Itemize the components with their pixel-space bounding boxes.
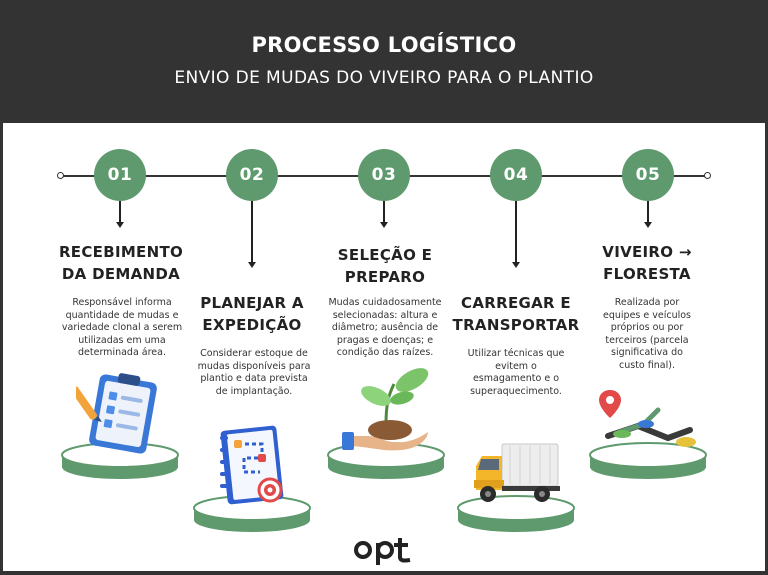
timeline-end-dot (704, 172, 711, 179)
step-3-number: 03 (358, 149, 410, 201)
planning-notebook-target-icon (220, 425, 284, 505)
step-5-description: Realizada por equipes e veículos próprio… (603, 297, 691, 371)
step-3-title: SELEÇÃO E PREPARO (337, 246, 433, 286)
header-banner: PROCESSO LOGÍSTICO ENVIO DE MUDAS DO VIV… (0, 0, 768, 123)
step-5-pedestal (589, 442, 707, 479)
frame-border-bottom (0, 571, 768, 575)
hand-holding-seedling-icon (342, 368, 429, 451)
step-2-connector (251, 201, 253, 262)
frame-border-left (0, 123, 3, 575)
step-2-arrowhead (248, 262, 256, 268)
route-map-pin-icon (599, 390, 696, 447)
step-2-title: PLANEJAR A EXPEDIÇÃO (200, 294, 304, 334)
step-2-description: Considerar estoque de mudas disponíveis … (197, 348, 311, 397)
step-3-connector (383, 201, 385, 222)
step-5-arrowhead (644, 222, 652, 228)
step-5-number: 05 (622, 149, 674, 201)
step-4-arrowhead (512, 262, 520, 268)
step-4-description: Utilizar técnicas que evitem o esmagamen… (467, 348, 565, 397)
step-3-description: Mudas cuidadosamente selecionadas: altur… (328, 297, 442, 358)
step-5-connector (647, 201, 649, 222)
timeline-start-dot (57, 172, 64, 179)
step-4-number: 04 (490, 149, 542, 201)
step-1-description: Responsável informa quantidade de mudas … (61, 297, 183, 358)
step-5-title: VIVEIRO → FLORESTA (602, 243, 692, 283)
opt-logo (354, 538, 411, 565)
step-1-connector (119, 201, 121, 222)
step-1-pedestal (61, 442, 179, 479)
step-3-arrowhead (380, 222, 388, 228)
step-4-pedestal (457, 495, 575, 532)
step-4-title: CARREGAR E TRANSPORTAR (452, 294, 580, 334)
clipboard-checklist-icon (76, 373, 157, 454)
step-1-number: 01 (94, 149, 146, 201)
page-title: PROCESSO LOGÍSTICO (251, 33, 517, 57)
frame-border-right (765, 123, 768, 575)
step-4-connector (515, 201, 517, 262)
step-1-arrowhead (116, 222, 124, 228)
step-1-title: RECEBIMENTO DA DEMANDA (58, 243, 184, 283)
step-2-number: 02 (226, 149, 278, 201)
step-3-pedestal (327, 442, 445, 479)
page-subtitle: ENVIO DE MUDAS DO VIVEIRO PARA O PLANTIO (174, 68, 594, 88)
delivery-truck-icon (474, 443, 560, 502)
